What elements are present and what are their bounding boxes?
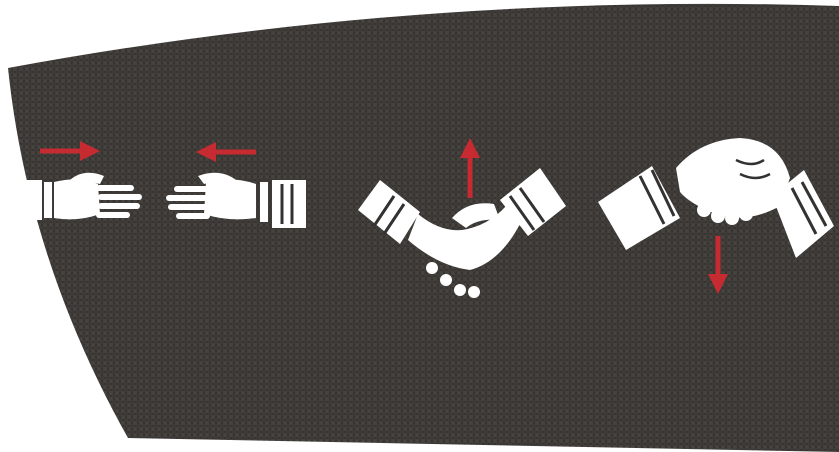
illustration-canvas: [0, 0, 839, 452]
handshake-illustration: [0, 0, 839, 452]
